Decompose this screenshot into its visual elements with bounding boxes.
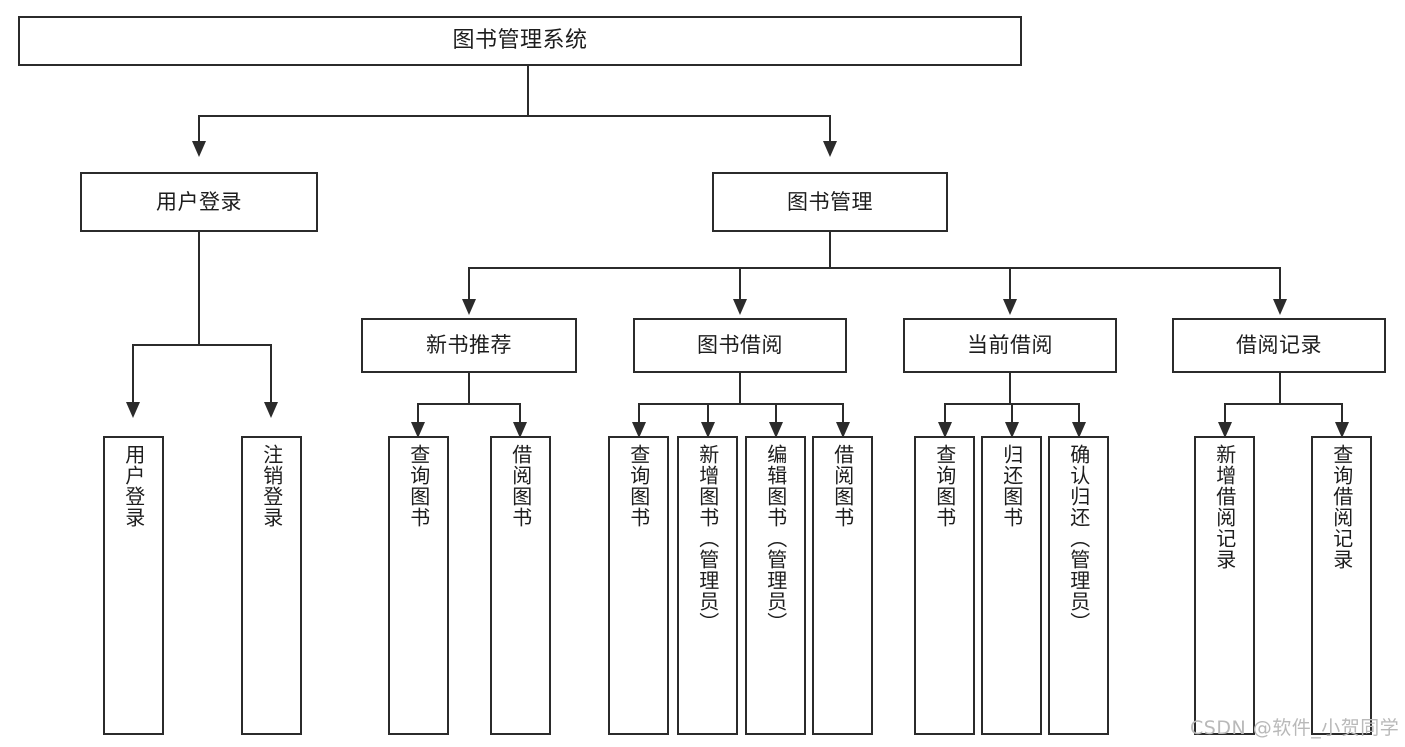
arrow-to-bb-leaf-2 [701, 422, 715, 438]
arrow-to-cb-leaf-3 [1072, 422, 1086, 438]
edge-user-login-to-leaf-1 [132, 344, 134, 404]
leaf-borrow-book[interactable]: 借阅图书 [812, 436, 873, 735]
arrow-to-bb-leaf-3 [769, 422, 783, 438]
node-label: 新书推荐 [426, 333, 512, 358]
arrow-to-br-leaf-1 [1218, 422, 1232, 438]
node-label: 新增借阅记录 [1212, 444, 1237, 570]
node-label: 新增图书（管理员） [695, 444, 720, 633]
edge-user-login-bus [132, 344, 270, 346]
edge-br-to-leaf-2 [1341, 403, 1343, 425]
node-label: 图书管理 [787, 189, 873, 214]
node-user-login[interactable]: 用户登录 [80, 172, 318, 232]
edge-cb-to-leaf-1 [944, 403, 946, 425]
arrow-to-nb-leaf-1 [411, 422, 425, 438]
edge-user-login-stem [198, 232, 200, 345]
edge-bb-to-leaf-3 [775, 403, 777, 425]
arrow-to-br-leaf-2 [1335, 422, 1349, 438]
arrow-to-new-book-recommend [462, 299, 476, 315]
leaf-borrow-book-recommend[interactable]: 借阅图书 [490, 436, 551, 735]
arrow-to-bb-leaf-4 [836, 422, 850, 438]
leaf-query-book-borrow[interactable]: 查询图书 [608, 436, 669, 735]
edge-new-book-bus [417, 403, 519, 405]
arrow-to-user-login [192, 141, 206, 157]
edge-br-to-leaf-1 [1224, 403, 1226, 425]
edge-borrow-record-bus [1224, 403, 1342, 405]
leaf-return-book[interactable]: 归还图书 [981, 436, 1042, 735]
edge-cb-to-leaf-3 [1078, 403, 1080, 425]
node-label: 确认归还（管理员） [1066, 444, 1091, 633]
edge-root-stem [527, 66, 529, 116]
leaf-query-book-recommend[interactable]: 查询图书 [388, 436, 449, 735]
edge-book-borrow-stem [739, 373, 741, 404]
edge-bb-to-leaf-1 [638, 403, 640, 425]
edge-book-management-stem [829, 232, 831, 268]
leaf-user-login[interactable]: 用户登录 [103, 436, 164, 735]
edge-root-to-user-login [198, 115, 200, 143]
node-book-borrow[interactable]: 图书借阅 [633, 318, 847, 373]
node-root-book-management-system[interactable]: 图书管理系统 [18, 16, 1022, 66]
arrow-to-current-borrow [1003, 299, 1017, 315]
edge-book-borrow-bus [638, 403, 844, 405]
leaf-query-book-current[interactable]: 查询图书 [914, 436, 975, 735]
node-label: 查询借阅记录 [1329, 444, 1354, 570]
edge-borrow-record-stem [1279, 373, 1281, 404]
edge-bm-to-borrow-record [1279, 267, 1281, 301]
edge-root-bus [198, 115, 830, 117]
edge-new-book-stem [468, 373, 470, 404]
edge-user-login-to-leaf-2 [270, 344, 272, 404]
edge-bm-to-new-book [468, 267, 470, 301]
arrow-to-bb-leaf-1 [632, 422, 646, 438]
arrow-to-cb-leaf-2 [1005, 422, 1019, 438]
node-label: 图书借阅 [697, 333, 783, 358]
node-label: 当前借阅 [967, 333, 1053, 358]
edge-bm-to-current-borrow [1009, 267, 1011, 301]
arrow-to-leaf-logout [264, 402, 278, 418]
arrow-to-borrow-record [1273, 299, 1287, 315]
node-label: 图书管理系统 [452, 28, 588, 54]
leaf-query-borrow-record[interactable]: 查询借阅记录 [1311, 436, 1372, 735]
node-label: 查询图书 [932, 444, 957, 528]
node-borrow-record[interactable]: 借阅记录 [1172, 318, 1386, 373]
edge-book-management-bus [468, 267, 1280, 269]
edge-bm-to-book-borrow [739, 267, 741, 301]
node-label: 借阅图书 [830, 444, 855, 528]
arrow-to-nb-leaf-2 [513, 422, 527, 438]
edge-bb-to-leaf-4 [842, 403, 844, 425]
node-new-book-recommend[interactable]: 新书推荐 [361, 318, 577, 373]
edge-nb-to-leaf-1 [417, 403, 419, 425]
edge-current-borrow-stem [1009, 373, 1011, 404]
leaf-add-book-admin[interactable]: 新增图书（管理员） [677, 436, 738, 735]
leaf-edit-book-admin[interactable]: 编辑图书（管理员） [745, 436, 806, 735]
node-label: 借阅图书 [508, 444, 533, 528]
node-label: 注销登录 [259, 444, 284, 528]
node-label: 归还图书 [999, 444, 1024, 528]
edge-cb-to-leaf-2 [1011, 403, 1013, 425]
arrow-to-book-management [823, 141, 837, 157]
node-label: 查询图书 [406, 444, 431, 528]
node-label: 查询图书 [626, 444, 651, 528]
edge-bb-to-leaf-2 [707, 403, 709, 425]
node-book-management[interactable]: 图书管理 [712, 172, 948, 232]
leaf-confirm-return-admin[interactable]: 确认归还（管理员） [1048, 436, 1109, 735]
node-label: 编辑图书（管理员） [763, 444, 788, 633]
leaf-add-borrow-record[interactable]: 新增借阅记录 [1194, 436, 1255, 735]
edge-root-to-book-management [829, 115, 831, 143]
arrow-to-leaf-user-login [126, 402, 140, 418]
arrow-to-book-borrow [733, 299, 747, 315]
node-label: 用户登录 [156, 189, 242, 214]
node-label: 用户登录 [121, 444, 146, 528]
node-current-borrow[interactable]: 当前借阅 [903, 318, 1117, 373]
edge-nb-to-leaf-2 [519, 403, 521, 425]
arrow-to-cb-leaf-1 [938, 422, 952, 438]
node-label: 借阅记录 [1236, 333, 1322, 358]
leaf-logout[interactable]: 注销登录 [241, 436, 302, 735]
